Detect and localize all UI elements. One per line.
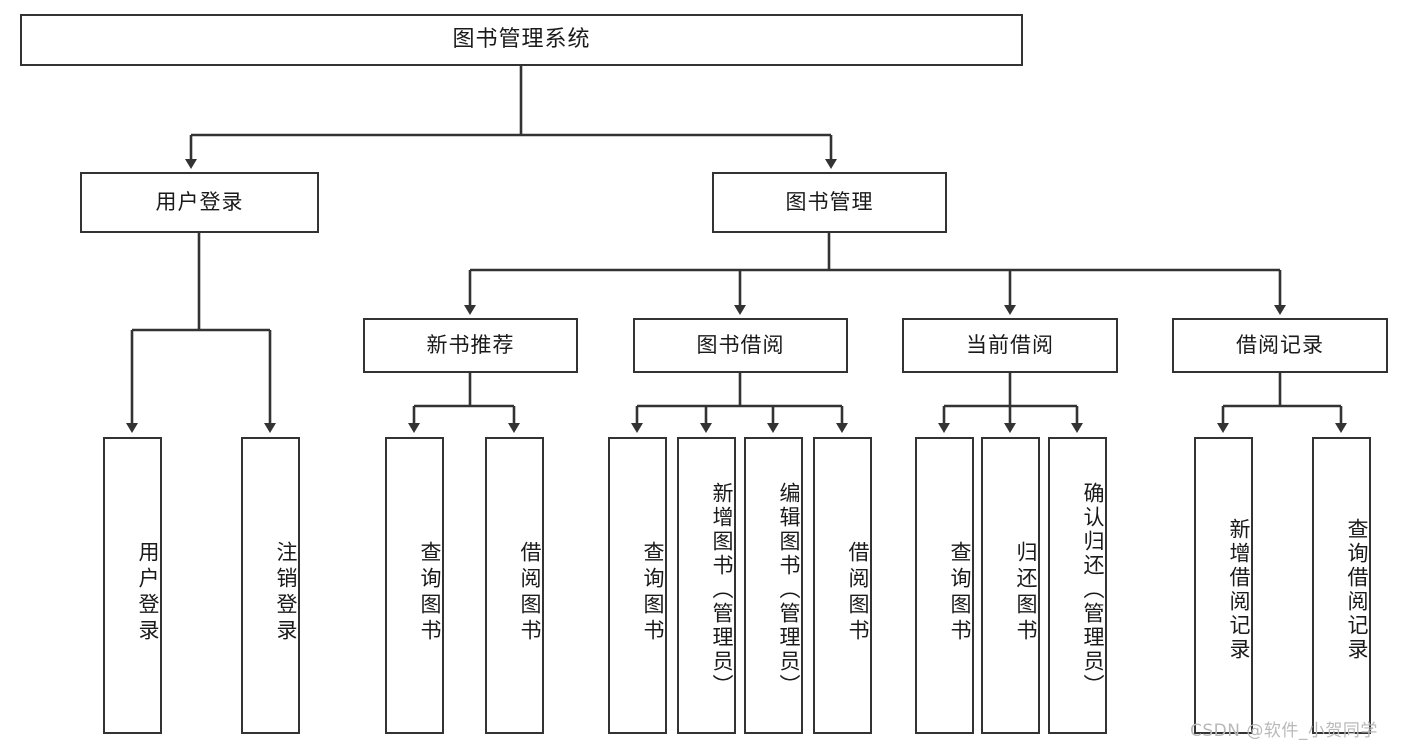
leaf-query-book-borrow[interactable]: 查询图书 (608, 437, 667, 734)
leaf-add-borrow-record[interactable]: 新增借阅记录 (1194, 437, 1253, 734)
node-label: 图书管理系统 (452, 26, 591, 52)
node-label: 新增借阅记录 (1227, 517, 1251, 662)
leaf-query-book-recommend[interactable]: 查询图书 (385, 437, 444, 734)
leaf-borrow-book[interactable]: 借阅图书 (813, 437, 872, 734)
node-label: 当前借阅 (966, 332, 1054, 357)
node-label: 用户登录 (136, 540, 160, 645)
node-label: 新增图书（管理员） (710, 481, 734, 698)
node-label: 图书借阅 (696, 332, 785, 357)
leaf-user-login[interactable]: 用户登录 (103, 437, 162, 734)
node-label: 确认归还（管理员） (1081, 481, 1105, 698)
node-label: 借阅图书 (518, 540, 542, 645)
leaf-query-borrow-record[interactable]: 查询借阅记录 (1312, 437, 1371, 734)
node-root-book-management-system[interactable]: 图书管理系统 (20, 14, 1023, 66)
leaf-borrow-book-recommend[interactable]: 借阅图书 (485, 437, 544, 734)
node-label: 用户登录 (155, 189, 244, 214)
node-label: 借阅记录 (1236, 332, 1324, 357)
leaf-query-book-current[interactable]: 查询图书 (915, 437, 974, 734)
node-user-login[interactable]: 用户登录 (80, 172, 319, 233)
node-new-book-recommend[interactable]: 新书推荐 (363, 318, 578, 373)
node-label: 新书推荐 (426, 332, 515, 357)
node-label: 图书管理 (785, 189, 874, 214)
leaf-confirm-return-admin[interactable]: 确认归还（管理员） (1048, 437, 1107, 734)
leaf-add-book-admin[interactable]: 新增图书（管理员） (677, 437, 736, 734)
node-borrow-record[interactable]: 借阅记录 (1172, 318, 1388, 373)
node-label: 查询图书 (641, 540, 665, 645)
node-label: 查询图书 (418, 540, 442, 645)
leaf-logout[interactable]: 注销登录 (241, 437, 300, 734)
node-book-borrow[interactable]: 图书借阅 (633, 318, 848, 373)
node-label: 归还图书 (1014, 540, 1038, 645)
node-label: 查询图书 (948, 540, 972, 645)
node-label: 编辑图书（管理员） (777, 481, 801, 698)
leaf-edit-book-admin[interactable]: 编辑图书（管理员） (744, 437, 803, 734)
watermark: CSDN @软件_小贺同学 (1190, 721, 1378, 741)
node-label: 注销登录 (274, 540, 298, 645)
leaf-return-book[interactable]: 归还图书 (981, 437, 1040, 734)
node-book-management[interactable]: 图书管理 (712, 172, 947, 233)
node-current-borrow[interactable]: 当前借阅 (902, 318, 1118, 373)
node-label: 查询借阅记录 (1345, 517, 1369, 662)
node-label: 借阅图书 (846, 540, 870, 645)
